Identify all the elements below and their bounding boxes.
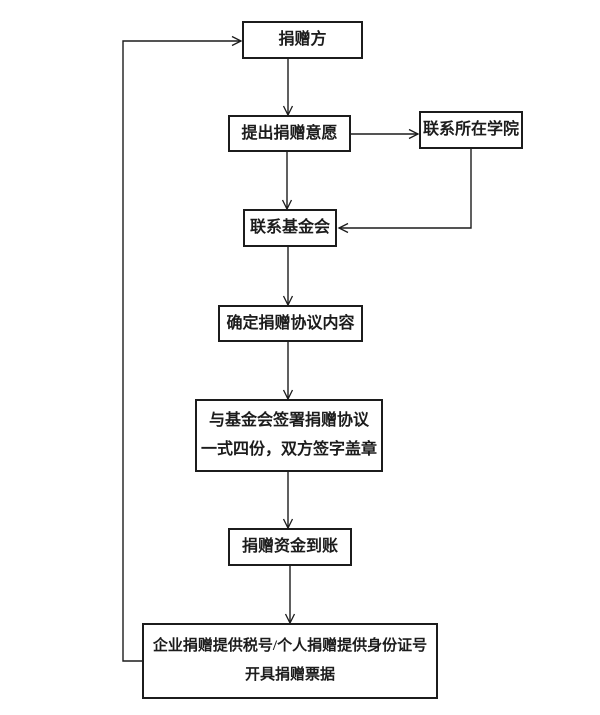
flow-node-contact-foundation: 联系基金会: [243, 209, 337, 247]
flow-node-sign-agreement-line2: 一式四份，双方签字盖章: [200, 440, 377, 458]
flow-node-propose-intention: 提出捐赠意愿: [228, 115, 351, 152]
flow-node-sign-agreement: 与基金会签署捐赠协议 一式四份，双方签字盖章: [195, 399, 383, 472]
flow-node-funds-received: 捐赠资金到账: [228, 528, 352, 566]
flow-node-determine-agreement: 确定捐赠协议内容: [218, 305, 363, 342]
flow-node-funds-received-label: 捐赠资金到账: [241, 538, 338, 555]
flow-node-contact-college: 联系所在学院: [419, 111, 523, 149]
edge-college-to-foundation-arrow: [337, 149, 472, 234]
flow-node-determine-agreement-label: 确定捐赠协议内容: [226, 314, 355, 332]
flow-node-contact-foundation-label: 联系基金会: [249, 219, 330, 236]
flow-node-donor-label: 捐赠方: [278, 31, 327, 48]
flow-node-propose-intention-label: 提出捐赠意愿: [241, 124, 338, 142]
flow-node-issue-receipt-line2: 开具捐赠票据: [244, 667, 335, 683]
flow-node-sign-agreement-line1: 与基金会签署捐赠协议: [208, 412, 369, 430]
flow-node-donor: 捐赠方: [242, 21, 363, 59]
flow-node-issue-receipt: 企业捐赠提供税号/个人捐赠提供身份证号 开具捐赠票据: [142, 623, 438, 699]
flow-node-contact-college-label: 联系所在学院: [422, 121, 519, 138]
edge-receipt-to-donor-feedback-arrow: [122, 35, 243, 662]
flow-node-issue-receipt-line1: 企业捐赠提供税号/个人捐赠提供身份证号: [152, 638, 428, 654]
